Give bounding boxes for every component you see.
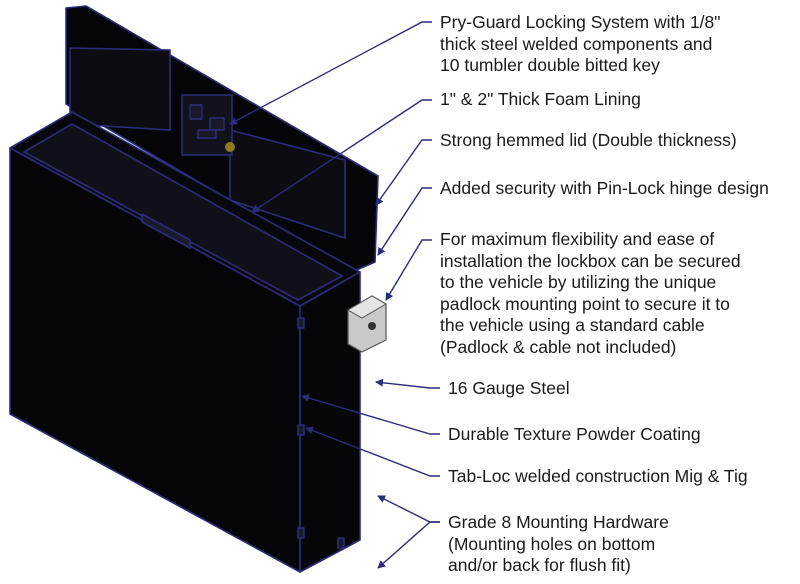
leader-hinge <box>377 187 432 256</box>
callout-line: Strong hemmed lid (Double thickness) <box>440 130 737 150</box>
callout-flex: For maximum flexibility and ease of inst… <box>440 229 741 358</box>
handle-slot <box>141 213 191 249</box>
callout-line: padlock mounting point to secure it to <box>440 293 730 314</box>
callout-line: and/or back for flush fit) <box>448 555 631 575</box>
callout-tabloc: Tab-Loc welded construction Mig & Tig <box>448 466 748 488</box>
box-side-face <box>299 271 361 573</box>
callout-line: to the vehicle by utilizing the unique <box>440 272 717 292</box>
pryguard-lock-mechanism <box>181 94 235 156</box>
leader-lid <box>375 139 432 206</box>
mounting-hole <box>297 424 305 436</box>
lockbox-illustration <box>9 5 379 573</box>
leader-gauge <box>375 378 440 389</box>
leader-tabloc <box>305 426 440 477</box>
lid-inner-panel <box>69 47 171 131</box>
mounting-hole <box>297 527 305 539</box>
callout-line: Durable Texture Powder Coating <box>448 424 701 444</box>
leader-hardware-1 <box>377 495 440 523</box>
callout-pryguard: Pry-Guard Locking System with 1/8" thick… <box>440 12 721 77</box>
leader-flex <box>385 239 432 301</box>
callout-gauge: 16 Gauge Steel <box>448 378 570 400</box>
leader-hardware-2 <box>377 521 440 569</box>
box-interior <box>23 123 343 301</box>
callout-line: 10 tumbler double bitted key <box>440 55 660 75</box>
callout-line: (Padlock & cable not included) <box>440 336 677 357</box>
leader-foam <box>251 99 432 213</box>
callout-lid: Strong hemmed lid (Double thickness) <box>440 130 737 152</box>
callout-line: Added security with Pin-Lock hinge desig… <box>440 178 769 198</box>
leader-pryguard <box>229 21 432 125</box>
callout-line: 16 Gauge Steel <box>448 378 570 398</box>
callout-foam: 1" & 2" Thick Foam Lining <box>440 89 641 111</box>
callout-line: Pry-Guard Locking System with 1/8" <box>440 12 721 32</box>
callout-line: installation the lockbox can be secured <box>440 250 741 271</box>
leader-coating <box>301 394 440 435</box>
mounting-hole <box>337 537 345 549</box>
callout-line: the vehicle using a standard cable <box>440 315 705 335</box>
leader-lines <box>229 21 440 569</box>
mounting-hole <box>297 317 305 329</box>
lid-inner-panel-right <box>229 129 346 239</box>
callout-hinge: Added security with Pin-Lock hinge desig… <box>440 178 769 200</box>
callout-line: For maximum flexibility and ease of <box>440 229 715 249</box>
callout-line: Grade 8 Mounting Hardware <box>448 512 669 532</box>
callout-line: (Mounting holes on bottom <box>448 533 656 554</box>
callout-line: Tab-Loc welded construction Mig & Tig <box>448 466 748 486</box>
callout-line: 1" & 2" Thick Foam Lining <box>440 89 641 109</box>
callout-line: thick steel welded components and <box>440 33 713 54</box>
padlock-mounting-point <box>347 295 387 353</box>
callout-coating: Durable Texture Powder Coating <box>448 424 701 446</box>
callout-hardware: Grade 8 Mounting Hardware (Mounting hole… <box>448 512 669 577</box>
